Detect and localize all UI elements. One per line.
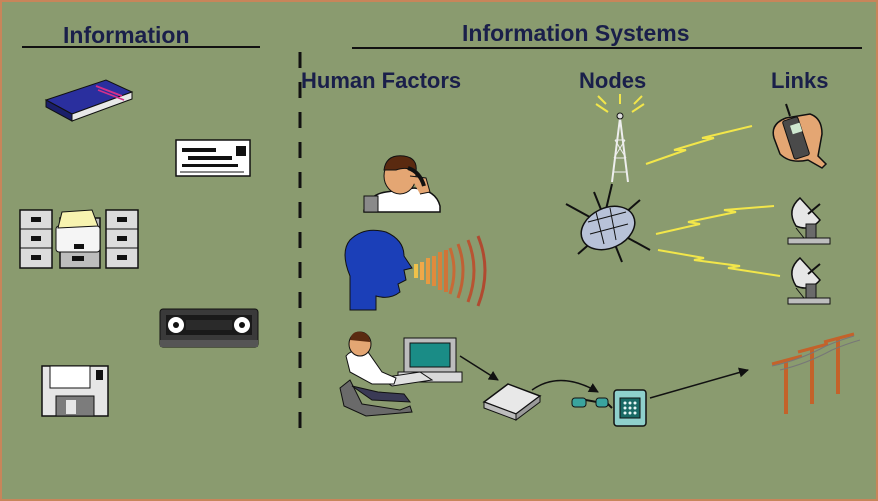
signal-bolt <box>645 125 753 165</box>
document-icon <box>175 139 251 177</box>
speaking-head-icon <box>344 229 487 311</box>
signal-bolt <box>657 249 781 277</box>
utility-poles-icon <box>771 332 861 414</box>
satellite-dish-icon <box>787 196 831 245</box>
telephone-icon <box>571 389 647 427</box>
file-cabinet-icon <box>19 209 139 269</box>
satellite-icon <box>565 183 651 263</box>
radio-tower-icon <box>595 94 645 183</box>
human-factors-label: Human Factors <box>301 68 462 93</box>
flow-arrow <box>459 355 499 381</box>
information-heading-rule <box>22 46 260 48</box>
signal-bolt <box>655 205 775 235</box>
cell-phone-hand-icon <box>772 103 828 169</box>
satellite-dish-icon <box>787 256 831 305</box>
person-on-phone-icon <box>363 155 441 213</box>
flow-arrow <box>531 379 599 393</box>
links-label: Links <box>771 68 829 93</box>
information-heading: Information <box>63 22 190 48</box>
modem-icon <box>482 383 542 421</box>
information-systems-heading-rule <box>352 47 862 49</box>
nodes-label: Nodes <box>579 68 647 93</box>
videotape-icon <box>159 308 259 348</box>
computer-user-icon <box>339 331 463 417</box>
information-systems-heading: Information Systems <box>462 20 690 46</box>
flow-arrow <box>649 367 749 399</box>
floppy-disk-icon <box>41 365 109 417</box>
book-icon <box>44 79 134 122</box>
